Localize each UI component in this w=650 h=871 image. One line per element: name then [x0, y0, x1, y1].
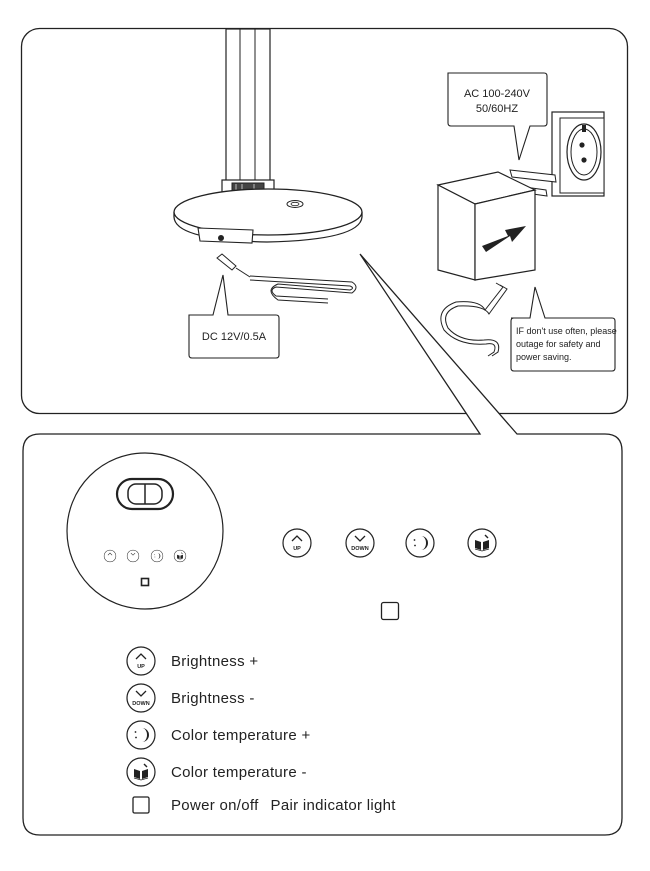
note-line1: IF don't use often, please: [516, 326, 617, 336]
legend-color-temp-down: Color temperature -: [126, 757, 307, 787]
legend-color-temp-up: Color temperature +: [126, 720, 311, 750]
legend-brightness-down: DOWN Brightness -: [126, 683, 255, 713]
legend-pair-label: Pair indicator light: [270, 796, 396, 814]
book-icon: [126, 757, 156, 787]
legend-color-temp-down-label: Color temperature -: [171, 763, 307, 781]
note-line3: power saving.: [516, 352, 572, 362]
down-button[interactable]: DOWN: [345, 528, 375, 558]
ac-voltage-line2: 50/60HZ: [476, 103, 518, 115]
svg-text:UP: UP: [137, 664, 145, 670]
color-temp-up-button[interactable]: [405, 528, 435, 558]
power-square-icon: [132, 796, 150, 814]
wall-socket: [551, 111, 605, 197]
moon-icon: [405, 528, 435, 558]
power-button[interactable]: [380, 601, 400, 621]
legend-brightness-up-label: Brightness +: [171, 652, 259, 670]
lamp-illustration: [173, 28, 363, 304]
down-arrow-icon: DOWN: [126, 683, 156, 713]
note-line2: outage for safety and: [516, 339, 601, 349]
legend-power-label: Power on/off: [171, 796, 259, 814]
up-arrow-icon: [282, 528, 312, 558]
ac-voltage-line1: AC 100-240V: [464, 88, 531, 100]
down-button-text: DOWN: [351, 546, 368, 552]
down-arrow-icon: [345, 528, 375, 558]
up-arrow-icon: UP: [126, 646, 156, 676]
book-icon: [467, 528, 497, 558]
power-adapter: [436, 169, 557, 357]
legend-brightness-down-label: Brightness -: [171, 689, 255, 707]
power-saving-note-callout: IF don't use often, please outage for sa…: [510, 286, 617, 372]
svg-text:DOWN: DOWN: [132, 701, 149, 707]
control-panel-closeup: [66, 452, 224, 610]
legend-brightness-up: UP Brightness +: [126, 646, 258, 676]
ac-voltage-callout: AC 100-240V 50/60HZ: [447, 72, 548, 161]
legend-color-temp-up-label: Color temperature +: [171, 726, 311, 744]
up-button[interactable]: UP: [282, 528, 312, 558]
bottom-panel: [22, 253, 623, 836]
moon-icon: [126, 720, 156, 750]
up-button-text: UP: [293, 546, 301, 552]
dc-input-callout: DC 12V/0.5A: [188, 274, 280, 359]
legend-power: Power on/off Pair indicator light: [126, 790, 396, 820]
color-temp-down-button[interactable]: [467, 528, 497, 558]
dc-input-label: DC 12V/0.5A: [202, 331, 267, 343]
